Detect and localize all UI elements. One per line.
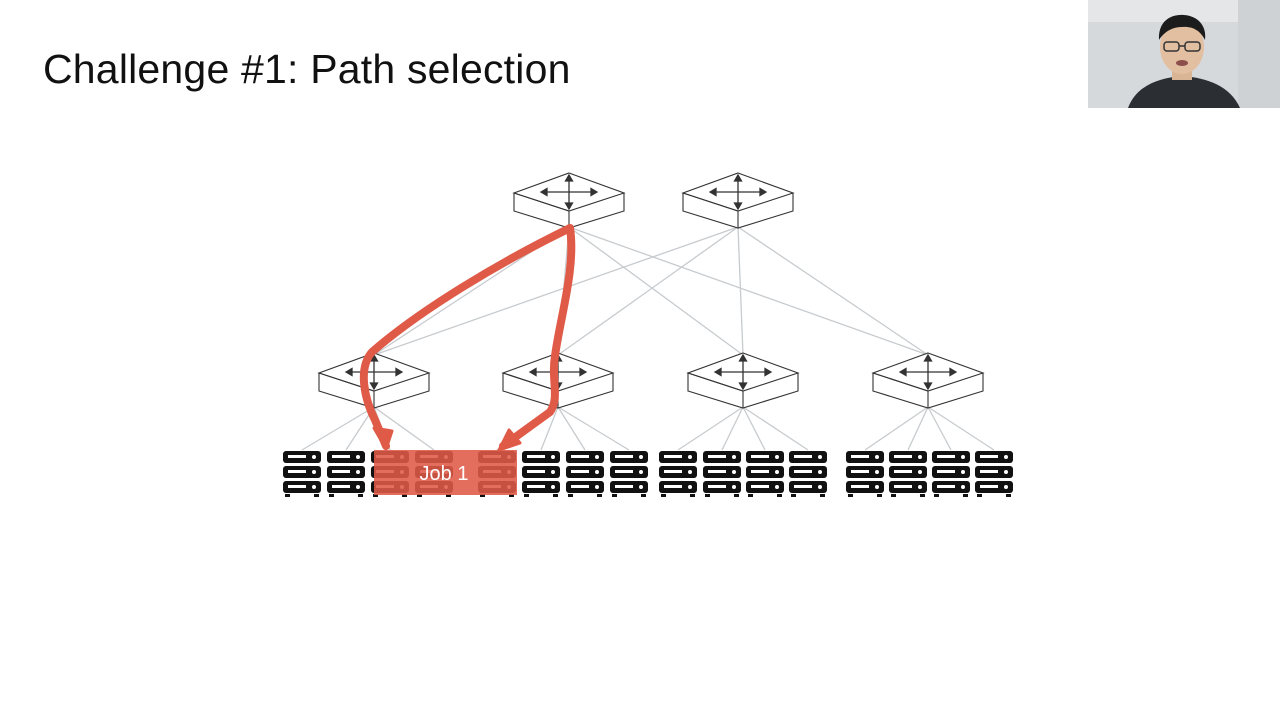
core-agg-link-2-2 [558, 227, 738, 355]
selected-paths [364, 228, 571, 450]
agg-server-link-1-1 [302, 407, 374, 450]
core-agg-link-2-4 [738, 227, 928, 355]
server-1-2 [327, 451, 365, 497]
server-4-2 [889, 451, 927, 497]
server-3-1 [659, 451, 697, 497]
core-agg-link-1-4 [569, 227, 928, 355]
network-links [302, 227, 994, 450]
switches [319, 173, 983, 408]
agg-server-link-3-4 [743, 407, 808, 450]
core-agg-link-1-3 [569, 227, 743, 355]
core-switch-2 [683, 173, 793, 228]
job-placement: Job 1 [374, 450, 517, 495]
server-2-4 [610, 451, 648, 497]
agg-server-link-3-3 [743, 407, 765, 450]
path-1-arrow [364, 228, 570, 446]
agg-server-link-3-1 [678, 407, 743, 450]
server-4-3 [932, 451, 970, 497]
server-4-4 [975, 451, 1013, 497]
job-1-label: Job 1 [420, 463, 469, 485]
agg-server-link-4-4 [928, 407, 994, 450]
server-2-2 [522, 451, 560, 497]
core-switch-1 [514, 173, 624, 228]
server-3-2 [703, 451, 741, 497]
agg-server-link-2-3 [558, 407, 585, 450]
core-agg-link-2-3 [738, 227, 743, 355]
agg-server-link-4-3 [928, 407, 951, 450]
agg-switch-3 [688, 353, 798, 408]
server-4-1 [846, 451, 884, 497]
agg-switch-1 [319, 353, 429, 408]
server-1-1 [283, 451, 321, 497]
agg-switch-4 [873, 353, 983, 408]
server-2-3 [566, 451, 604, 497]
agg-server-link-2-4 [558, 407, 629, 450]
server-3-4 [789, 451, 827, 497]
server-3-3 [746, 451, 784, 497]
